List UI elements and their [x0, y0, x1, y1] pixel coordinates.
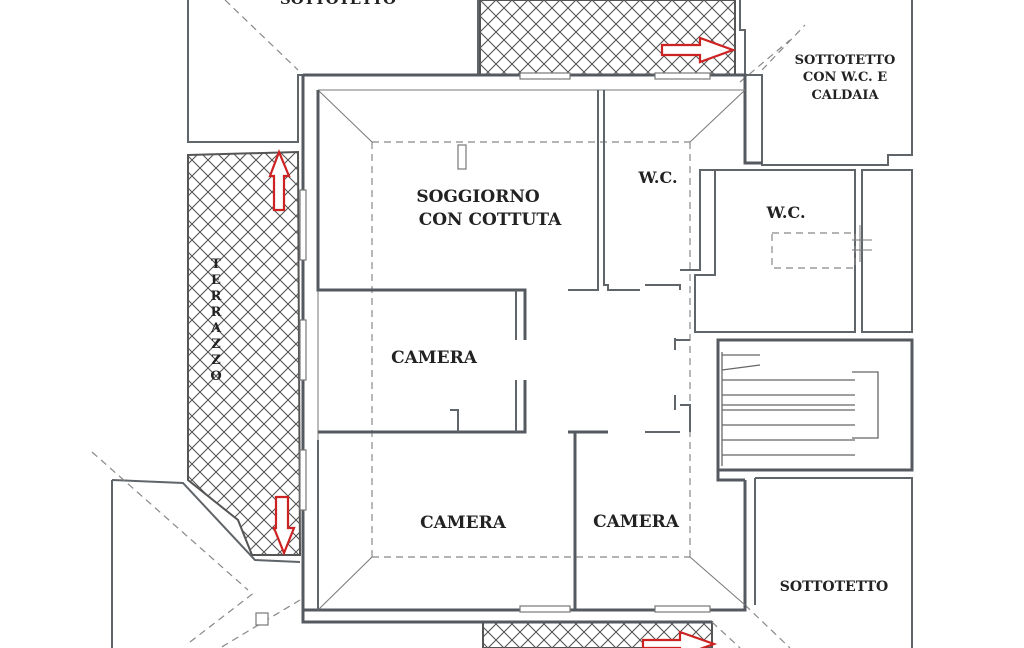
label-sottotetto-wc-2: CON W.C. E	[803, 70, 887, 85]
arrow-right-icon-bottom	[641, 630, 718, 648]
bottom-left-zone-outline	[111, 479, 301, 648]
terrazzo-letter: R	[211, 305, 222, 320]
sottotetto-bottom-outline	[754, 477, 913, 648]
sottotetto-top-outline	[187, 0, 479, 143]
sottotetto-wc-outline	[739, 0, 913, 166]
stairwell	[716, 338, 914, 472]
ceiling-projection	[317, 89, 746, 611]
label-sottotetto-top: SOTTOTETTO	[280, 0, 396, 8]
terrazzo-letter: O	[210, 369, 221, 384]
label-camera-2: CAMERA	[420, 513, 507, 533]
label-soggiorno-2: CON COTTUTA	[419, 210, 562, 230]
terrace-left	[187, 150, 302, 556]
label-wc-1: W.C.	[637, 168, 677, 187]
label-sottotetto-wc-3: CALDAIA	[811, 88, 879, 103]
roof-diagonals	[91, 0, 806, 648]
label-wc-2: W.C.	[765, 203, 805, 222]
label-sottotetto-bottom: SOTTOTETTO	[780, 579, 888, 595]
label-sottotetto-wc-1: SOTTOTETTO	[795, 53, 896, 68]
label-camera-3: CAMERA	[593, 512, 680, 532]
arrow-right-icon	[660, 36, 737, 64]
arrow-up-icon	[268, 149, 291, 212]
label-soggiorno-1: SOGGIORNO	[416, 187, 540, 207]
terrazzo-letter: A	[210, 321, 222, 336]
partitions	[316, 90, 913, 610]
arrow-down-icon	[272, 495, 296, 556]
terrazzo-letter: Z	[211, 353, 221, 368]
terrazzo-letter: T	[211, 257, 221, 272]
label-camera-1: CAMERA	[391, 348, 478, 368]
windows	[255, 72, 711, 626]
terrace-top	[479, 0, 736, 76]
terrazzo-letter: Z	[211, 337, 221, 352]
terrazzo-letter: E	[211, 273, 221, 288]
terrazzo-letter: R	[211, 289, 222, 304]
